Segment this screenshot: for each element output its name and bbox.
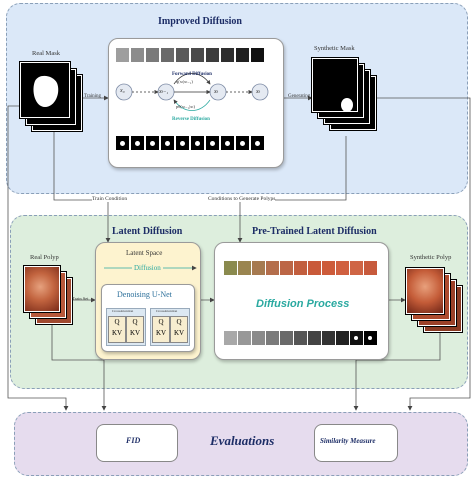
forward-diffusion-label: Forward Diffusion (172, 72, 212, 77)
conditions-to-generate-label: Conditions to Generate Polyps (208, 196, 276, 202)
forward-q-label: q(xₜ|xₜ₋₁) (176, 79, 193, 84)
evaluations-title: Evaluations (210, 433, 275, 448)
reverse-p-label: pθ(xₜ₋₁|xₜ) (176, 104, 195, 109)
pretrained-latent-title: Pre-Trained Latent Diffusion (252, 226, 377, 237)
synthetic-polyp-label: Synthetic Polyp (410, 254, 452, 261)
forward-mask-strip (116, 48, 264, 62)
generating-label: Generating (288, 94, 311, 99)
mask-denoise-strip (224, 331, 377, 345)
latent-space-label: Latent Space (126, 249, 163, 257)
real-mask-label: Real Mask (32, 50, 60, 57)
node-xT: xₜ (256, 89, 261, 95)
latent-diffusion-label: Diffusion (132, 264, 163, 272)
similarity-box (314, 424, 398, 462)
node-xt-1: xₜ₋₁ (159, 89, 169, 95)
cross-attention-left: CrossAttention (112, 309, 134, 313)
cross-attention-right: CrossAttention (156, 309, 178, 313)
node-x0: x₀ (120, 88, 125, 94)
latent-diffusion-title: Latent Diffusion (112, 226, 183, 237)
real-polyp-label: Real Polyp (30, 254, 59, 261)
improved-diffusion-title: Improved Diffusion (158, 16, 242, 27)
training-label: Training (84, 94, 102, 99)
reverse-diffusion-label: Reverse Diffusion (172, 117, 210, 122)
diffusion-process-label: Diffusion Process (256, 298, 350, 310)
denoising-unet-label: Denoising U-Net (117, 290, 172, 299)
similarity-label: Similarity Measure (320, 437, 376, 445)
synthetic-polyp-image-1 (406, 268, 444, 314)
fid-label: FID (126, 436, 141, 445)
node-xt: xₜ (214, 89, 219, 95)
real-polyp-image-1 (24, 266, 60, 312)
train-condition-label: Train Condition (92, 196, 128, 202)
train-set-label: Train Set (72, 296, 89, 301)
synthetic-mask-label: Synthetic Mask (314, 45, 355, 52)
polyp-generation-strip (224, 261, 377, 275)
synthetic-mask-image-1 (312, 58, 358, 112)
reverse-mask-strip (116, 136, 264, 150)
real-mask-image-1 (20, 62, 70, 118)
fid-box (96, 424, 178, 462)
